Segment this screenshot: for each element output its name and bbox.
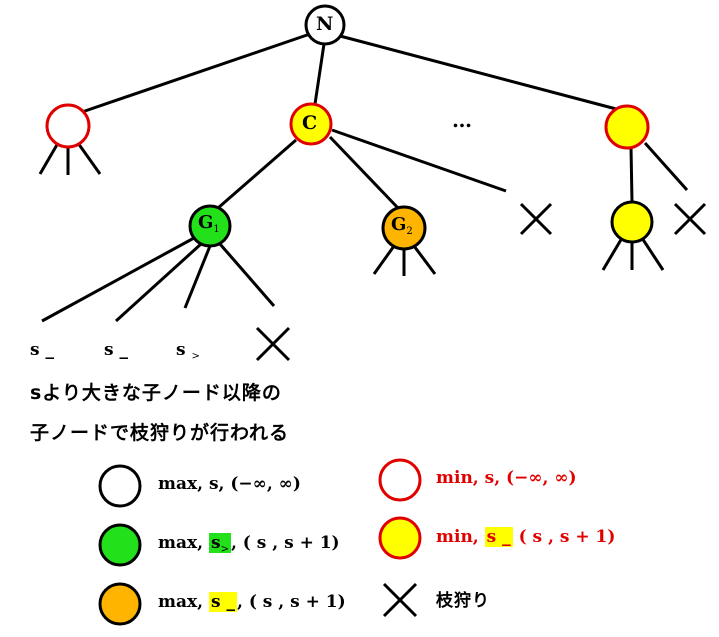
cross-icon [673,202,707,236]
legend-cross-text: 枝狩り [436,591,490,611]
cross-icon [255,326,291,362]
node-min-left [45,103,91,149]
node-yellow-bottom [610,200,654,244]
node-min-right [604,104,650,150]
node-g2 [381,205,427,251]
legend-red-white-text: min, s, (−∞, ∞) [436,468,577,488]
g2-label: G2 [391,214,413,237]
note-line1: sより大きな子ノード以降の [30,382,282,404]
leaf-label: s _ [104,340,128,360]
root-label: N [316,13,334,35]
legend-red-white-circle [378,458,422,502]
legend-orange-text: max, s _, ( s , s + 1) [158,592,346,612]
c-label: C [302,112,318,134]
tree-edges [38,32,689,323]
note-line2: 子ノードで枝狩りが行われる [30,422,290,444]
node-g1 [188,204,232,248]
legend-red-yellow-circle [378,516,422,560]
legend-green-circle [98,523,142,567]
ellipsis: … [452,108,472,132]
legend-orange-circle [98,582,142,626]
legend-red-yellow-text: min, s _ ( s , s + 1) [436,527,616,547]
legend-green-text: max, s>, ( s , s + 1) [158,533,340,555]
leaf-label: s > [176,340,200,362]
node-c [289,102,333,146]
node-root [304,4,346,46]
g1-label: G1 [198,212,220,235]
legend-white-text: max, s, (−∞, ∞) [158,474,301,494]
legend-cross-icon [382,582,418,618]
cross-icon [519,202,553,236]
legend-white-circle [98,464,142,508]
leaf-label: s _ [30,340,54,360]
